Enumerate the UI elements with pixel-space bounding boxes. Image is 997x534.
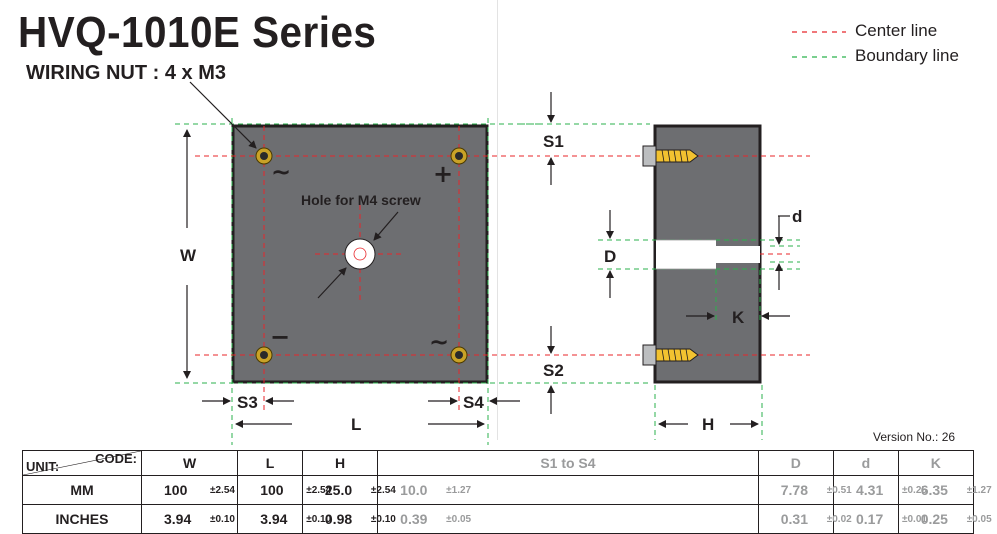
col-header-s1-s4: S1 to S4 [377, 450, 759, 476]
table-cell: 0.98±0.10 [301, 504, 396, 534]
wiring-nut-label: WIRING NUT : 4 x M3 [26, 62, 227, 84]
header-diagonal [23, 451, 141, 475]
technical-drawing: ~ + − ~ Hole for M4 screw W S3 S4 L [175, 81, 810, 445]
side-mounting-bore [656, 239, 760, 270]
col-header-k: K [897, 450, 975, 476]
cell-value: 3.94 [164, 511, 192, 527]
col-header-big-d: D [757, 450, 835, 476]
front-boundary-lines [175, 118, 650, 445]
table-row: MM 100±2.54 100±2.54 25.0±2.54 10.0±1.27… [22, 475, 992, 505]
wiring-nut-br [450, 346, 468, 364]
col-header-w: W [140, 450, 239, 476]
table-cell: 7.78±0.51 [757, 475, 852, 505]
hole-leader-arrow-lower [317, 267, 347, 299]
cell-tolerance: ±0.05 [966, 514, 992, 525]
col-header-small-d: d [833, 450, 899, 476]
cell-value: 10.0 [400, 482, 428, 498]
col-header-h: H [301, 450, 379, 476]
col-header-l: L [237, 450, 303, 476]
cell-value: 7.78 [780, 482, 808, 498]
table-cell: 3.94 ±0.10 [140, 504, 239, 534]
wiring-nut-leader-arrow [189, 81, 257, 149]
dim-s2-label: S2 [543, 361, 564, 380]
cell-value: 3.94 [260, 511, 288, 527]
cell-value: 0.31 [780, 511, 808, 527]
cell-value: 0.17 [856, 511, 884, 527]
table-cell: 6.35 ±1.27 [897, 475, 992, 505]
dim-small-d-label: d [792, 207, 802, 226]
code-unit-header-cell: CODE: UNIT: [22, 450, 142, 476]
wiring-nut-bl [255, 346, 273, 364]
terminal-ac-symbol-br: ~ [429, 328, 449, 356]
side-view: S1 S2 D d K H [520, 92, 810, 440]
cell-value: 25.0 [324, 482, 353, 498]
dim-w-label: W [180, 246, 197, 265]
table-cell: 100 ±2.54 [140, 475, 239, 505]
cell-value: 100 [164, 482, 188, 498]
cell-value: 4.31 [856, 482, 884, 498]
cell-value: 6.35 [920, 482, 948, 498]
wiring-nut-tl [255, 147, 273, 165]
dim-k-label: K [732, 308, 745, 327]
cell-tolerance: ±1.27 [966, 485, 992, 496]
cell-tolerance: ±0.05 [446, 514, 472, 525]
wiring-nut-tr [450, 147, 468, 165]
table-cell: 0.39 ±0.05 [377, 504, 759, 534]
row-unit-mm: MM [22, 475, 142, 505]
table-cell: 4.31±0.25 [833, 475, 927, 505]
front-view: ~ + − ~ Hole for M4 screw W S3 S4 L [175, 81, 650, 445]
page-divider [497, 0, 498, 440]
version-number: Version No.: 26 [873, 430, 956, 444]
front-body [231, 124, 489, 384]
dim-l-label: L [351, 415, 361, 434]
cell-value: 0.25 [920, 511, 948, 527]
side-screw-top [642, 145, 699, 167]
unit-header-label: UNIT: [26, 459, 60, 474]
dim-s1-label: S1 [543, 132, 564, 151]
cell-tolerance: ±2.54 [210, 485, 235, 496]
dim-h-label: H [702, 415, 714, 434]
table-cell: 100±2.54 [237, 475, 331, 505]
table-cell: 25.0±2.54 [301, 475, 396, 505]
code-header-label: CODE: [95, 451, 137, 466]
cell-value: 100 [260, 482, 284, 498]
table-header-row: CODE: UNIT: W L H S1 to S4 D d K [22, 450, 975, 476]
row-unit-inches: INCHES [22, 504, 142, 534]
cell-value: 0.98 [324, 511, 353, 527]
cell-value: 0.39 [400, 511, 428, 527]
terminal-ac-symbol-tl: ~ [271, 158, 291, 186]
mounting-hole-label: Hole for M4 screw [301, 192, 421, 208]
legend-center-line-label: Center line [855, 21, 938, 40]
hole-leader-arrow-upper [373, 211, 399, 241]
table-cell: 0.25 ±0.05 [897, 504, 992, 534]
table-cell: 0.31±0.02 [757, 504, 852, 534]
dim-big-d-label: D [604, 247, 616, 266]
table-cell: 3.94±0.10 [237, 504, 331, 534]
table-row: INCHES 3.94±0.10 3.94±0.10 0.98±0.10 0.3… [22, 504, 992, 534]
page-title: HVQ-1010E Series [18, 8, 377, 57]
mounting-hole [344, 238, 376, 270]
cell-tolerance: ±1.27 [446, 485, 472, 496]
cell-tolerance: ±0.10 [210, 514, 235, 525]
side-screw-bottom [642, 344, 699, 366]
dimension-spec-table: CODE: UNIT: W L H S1 to S4 D d K MM 100 ±… [22, 450, 992, 534]
table-cell: 0.17±0.01 [833, 504, 927, 534]
terminal-plus-symbol: + [433, 160, 453, 188]
dim-s4-label: S4 [463, 393, 484, 412]
terminal-minus-symbol: − [270, 323, 290, 351]
dim-s3-label: S3 [237, 393, 258, 412]
table-cell: 10.0 ±1.27 [377, 475, 759, 505]
legend-boundary-line-label: Boundary line [855, 46, 959, 65]
legend-swatches [792, 31, 846, 58]
